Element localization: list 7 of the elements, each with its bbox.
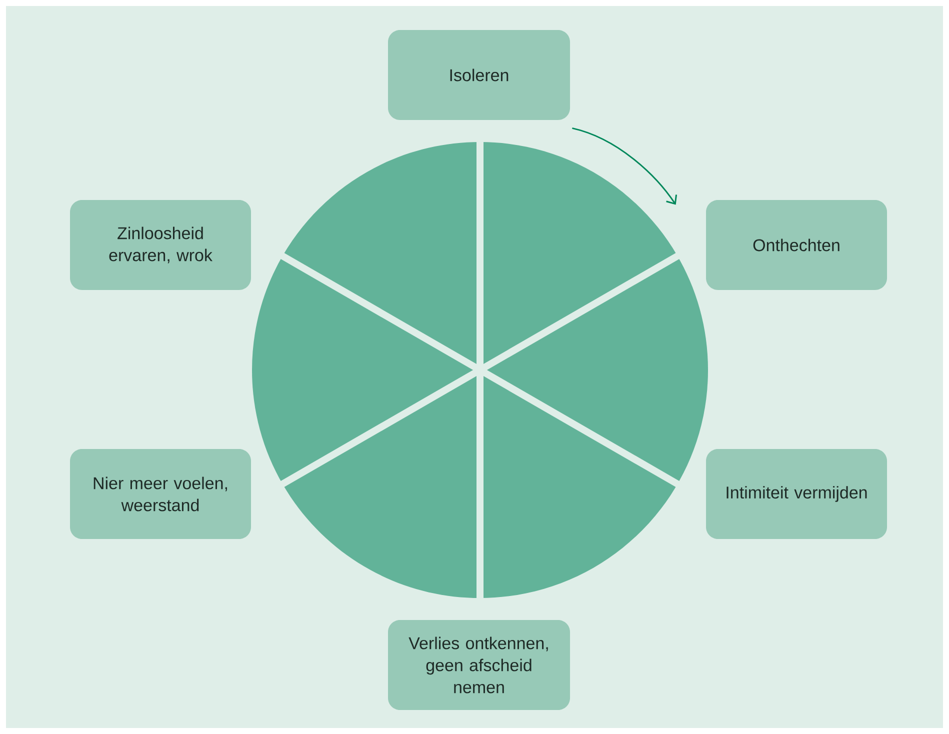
- label-box: Intimiteit vermijden: [706, 449, 888, 539]
- label-box: Verlies ontkennen, geen afscheid nemen: [388, 620, 570, 710]
- arrow: [572, 127, 678, 205]
- label-box: Zinloosheid ervaren, wrok: [70, 200, 251, 290]
- label-box: Isoleren: [388, 30, 570, 120]
- label-box: Nier meer voelen, weerstand: [70, 449, 251, 539]
- label-box: Onthechten: [706, 200, 888, 290]
